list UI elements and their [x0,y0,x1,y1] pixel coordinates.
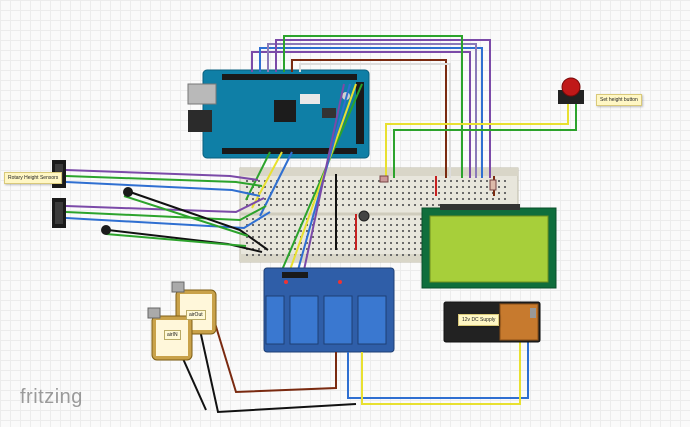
arduino-mega-board[interactable] [187,69,370,159]
label-air-out: airOut [186,310,206,320]
push-button[interactable] [558,77,584,104]
note-rotary-sensors: Rotary Height Sensors [4,172,63,184]
fritzing-logo: fritzing [20,386,83,408]
breadboard-components [335,174,497,250]
transistor-2[interactable] [101,225,111,235]
wire-bundle-top [251,35,577,178]
transistor-1[interactable] [123,187,133,197]
note-set-height-button: Set height button [596,94,642,106]
rotary-sensor-connector-2[interactable] [52,198,66,228]
relay-board[interactable] [263,267,395,353]
wire-bundle-outputs [179,319,529,414]
wire-bundle-sensors [65,169,271,253]
lcd-display[interactable] [421,204,557,289]
label-air-in: airIN [164,330,181,340]
note-dc-supply: 12v DC Supply [458,314,500,326]
